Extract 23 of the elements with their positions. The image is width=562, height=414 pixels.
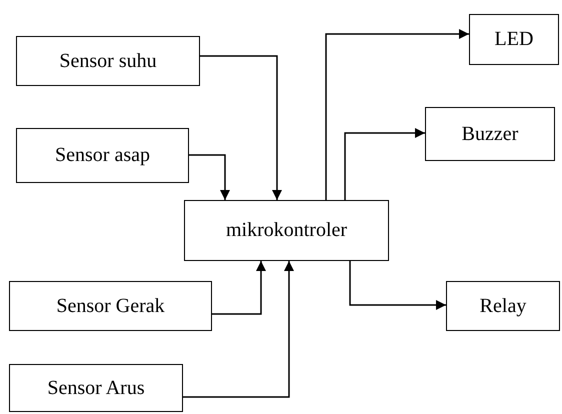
arrow — [189, 154, 230, 200]
arrow — [200, 55, 282, 200]
block-label: Sensor suhu — [59, 50, 157, 72]
arrow — [183, 261, 294, 398]
block-label: Sensor Arus — [47, 376, 145, 400]
block-label: Sensor asap — [55, 144, 150, 167]
block-label: mikrokontroler — [226, 219, 348, 242]
arrow — [325, 29, 469, 200]
block-label: Relay — [480, 294, 526, 318]
block-box — [9, 281, 212, 331]
block-box — [16, 36, 200, 86]
block-box — [184, 200, 389, 261]
arrow — [349, 261, 446, 310]
block-box — [16, 128, 189, 183]
block-box — [425, 107, 555, 161]
block-box — [469, 14, 559, 65]
arrow — [344, 128, 425, 200]
block-box — [446, 281, 560, 331]
block-label: Buzzer — [462, 122, 518, 146]
block-label: Sensor Gerak — [56, 294, 165, 318]
block-box — [9, 364, 183, 412]
arrow — [212, 261, 266, 315]
block-label: LED — [494, 28, 534, 51]
